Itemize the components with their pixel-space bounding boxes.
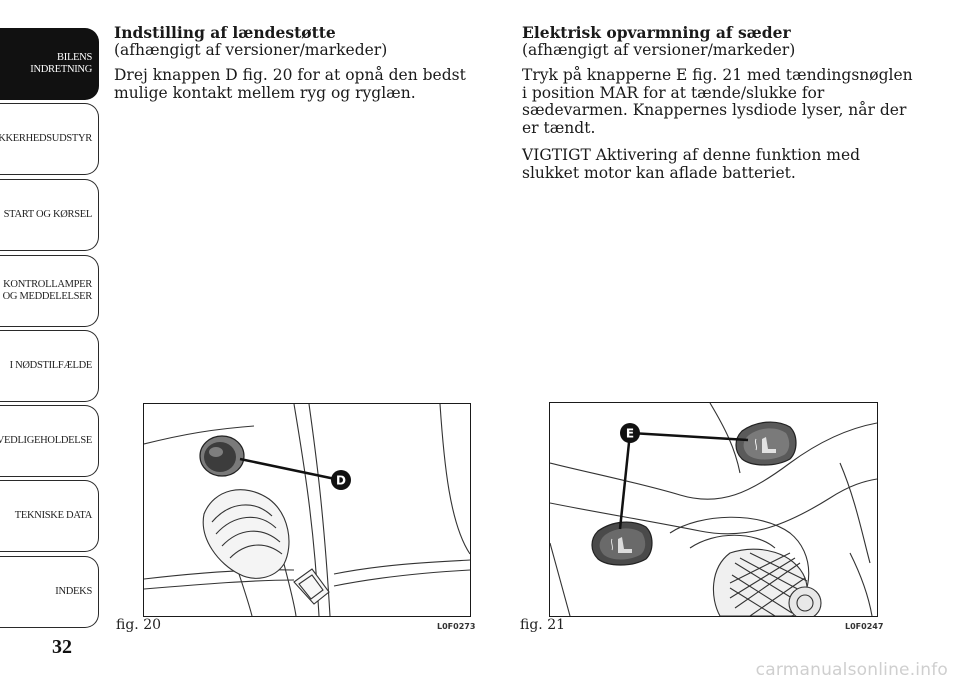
figure-code: L0F0247 bbox=[845, 622, 884, 631]
lumbar-knob-illustration: D bbox=[144, 404, 470, 616]
tab-sikkerhedsudstyr[interactable]: SIKKERHEDSUDSTYR bbox=[0, 103, 99, 175]
tab-i-nodstilfaelde[interactable]: I NØDSTILFÆLDE bbox=[0, 330, 99, 402]
figure-code: L0F0273 bbox=[437, 622, 476, 631]
watermark: carmanualsonline.info bbox=[755, 660, 948, 680]
callout-e-label: E bbox=[626, 427, 634, 441]
section-heading: Indstilling af lændestøtte bbox=[114, 23, 336, 42]
section-subheading: (afhængigt af versioner/markeder) bbox=[522, 40, 796, 59]
figure-seat-heating-buttons: E bbox=[549, 402, 878, 617]
tab-bilens-indretning[interactable]: BILENS INDRETNING bbox=[0, 28, 99, 100]
section-paragraph: Tryk på knapperne E fig. 21 med tændings… bbox=[522, 66, 913, 137]
page-number: 32 bbox=[52, 636, 72, 658]
tab-kontrollamper[interactable]: KONTROLLAMPER OG MEDDELELSER bbox=[0, 255, 99, 327]
tab-indeks[interactable]: INDEKS bbox=[0, 556, 99, 628]
section-paragraph: Drej knappen D fig. 20 for at opnå den b… bbox=[114, 66, 466, 102]
figure-caption: fig. 20 bbox=[116, 617, 162, 633]
tab-start-og-korsel[interactable]: START OG KØRSEL bbox=[0, 179, 99, 251]
tab-vedligeholdelse[interactable]: VEDLIGEHOLDELSE bbox=[0, 405, 99, 477]
figure-lumbar-knob: D bbox=[143, 403, 471, 617]
seat-heating-section: Elektrisk opvarmning af sæder (afhængigt… bbox=[522, 24, 922, 192]
lumbar-support-section: Indstilling af lændestøtte (afhængigt af… bbox=[114, 24, 484, 112]
callout-d-label: D bbox=[336, 474, 346, 488]
seat-heat-button-left bbox=[591, 521, 653, 566]
tab-tekniske-data[interactable]: TEKNISKE DATA bbox=[0, 480, 99, 552]
figure-caption: fig. 21 bbox=[520, 617, 566, 633]
seat-heating-illustration: E bbox=[550, 403, 877, 616]
seat-heat-button-right bbox=[735, 421, 797, 466]
section-heading: Elektrisk opvarmning af sæder bbox=[522, 23, 791, 42]
section-subheading: (afhængigt af versioner/markeder) bbox=[114, 40, 388, 59]
warning-paragraph: VIGTIGT Aktivering af denne funktion med… bbox=[522, 146, 861, 182]
